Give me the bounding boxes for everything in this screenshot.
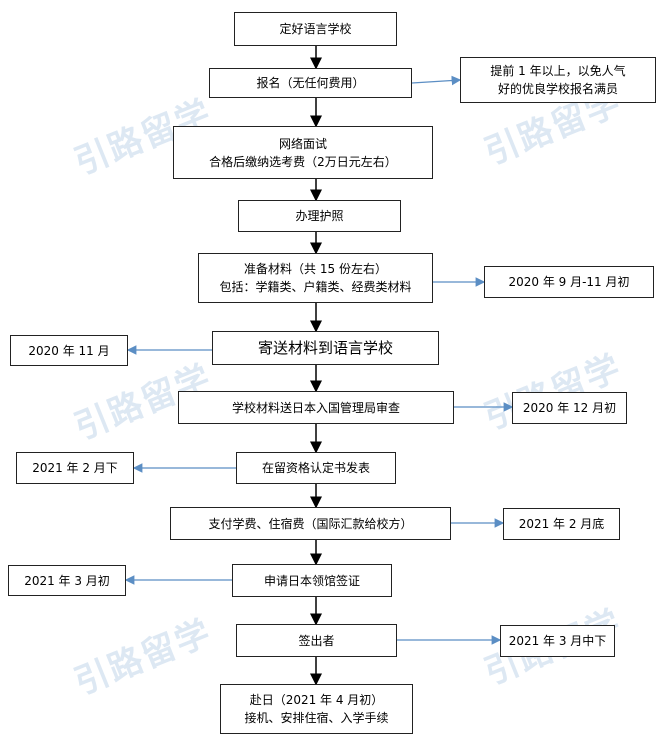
step-apply-visa-label: 申请日本领馆签证 — [263, 573, 360, 588]
note-review-date: 2020 年 12 月初 — [512, 392, 627, 424]
step-pay-fees: 支付学费、住宿费（国际汇款给校方） — [170, 507, 451, 540]
step-choose-school-label: 定好语言学校 — [279, 22, 352, 36]
step-go-to-japan-detail: 接机、安排住宿、入学手续 — [244, 711, 389, 725]
step-pay-fees-label: 支付学费、住宿费（国际汇款给校方） — [208, 516, 413, 531]
step-apply: 报名（无任何费用） — [209, 68, 412, 98]
step-go-to-japan: 赴日（2021 年 4 月初） 接机、安排住宿、入学手续 — [220, 684, 413, 734]
step-passport-label: 办理护照 — [295, 209, 344, 223]
step-apply-label: 报名（无任何费用） — [256, 76, 365, 90]
note-prepare-date: 2020 年 9 月-11 月初 — [484, 266, 654, 298]
step-send-materials-label: 寄送材料到语言学校 — [257, 339, 393, 357]
step-online-interview: 网络面试 合格后缴纳选考费（2万日元左右） — [173, 126, 433, 179]
note-visa-apply-date: 2021 年 3 月初 — [8, 565, 126, 596]
note-send-date: 2020 年 11 月 — [10, 335, 128, 366]
note-coe-date-label: 2021 年 2 月下 — [32, 461, 118, 475]
note-coe-date: 2021 年 2 月下 — [16, 452, 134, 484]
step-visa-issued: 签出者 — [236, 624, 397, 657]
step-coe-issued-label: 在留资格认定书发表 — [261, 461, 370, 475]
step-prepare-materials-title: 准备材料（共 15 份左右） — [244, 262, 387, 276]
note-fees-date-label: 2021 年 2 月底 — [518, 517, 605, 531]
note-apply-early-line2: 好的优良学校报名满员 — [497, 82, 618, 96]
step-online-interview-detail: 合格后缴纳选考费（2万日元左右） — [209, 154, 397, 169]
note-apply-early-line1: 提前 1 年以上，以免人气 — [490, 64, 626, 78]
arrow-s2-note — [411, 75, 462, 86]
step-prepare-materials: 准备材料（共 15 份左右） 包括：学籍类、户籍类、经费类材料 — [198, 253, 433, 303]
step-prepare-materials-detail: 包括：学籍类、户籍类、经费类材料 — [219, 280, 412, 294]
step-immigration-review: 学校材料送日本入国管理局审查 — [178, 391, 454, 424]
note-visa-apply-date-label: 2021 年 3 月初 — [24, 573, 110, 588]
step-choose-school: 定好语言学校 — [234, 12, 397, 46]
step-send-materials: 寄送材料到语言学校 — [212, 331, 439, 365]
note-review-date-label: 2020 年 12 月初 — [522, 401, 617, 415]
step-visa-issued-label: 签出者 — [298, 633, 335, 648]
note-apply-early: 提前 1 年以上，以免人气 好的优良学校报名满员 — [460, 57, 656, 103]
note-fees-date: 2021 年 2 月底 — [503, 508, 620, 540]
step-passport: 办理护照 — [238, 200, 401, 232]
step-online-interview-title: 网络面试 — [278, 136, 327, 151]
note-send-date-label: 2020 年 11 月 — [28, 343, 110, 358]
step-immigration-review-label: 学校材料送日本入国管理局审查 — [231, 400, 400, 415]
step-go-to-japan-title: 赴日（2021 年 4 月初） — [249, 693, 384, 707]
step-coe-issued: 在留资格认定书发表 — [236, 452, 396, 484]
step-apply-visa: 申请日本领馆签证 — [232, 564, 392, 597]
note-visa-issued-date-label: 2021 年 3 月中下 — [508, 634, 607, 648]
note-prepare-date-label: 2020 年 9 月-11 月初 — [508, 275, 630, 289]
note-visa-issued-date: 2021 年 3 月中下 — [500, 625, 615, 657]
